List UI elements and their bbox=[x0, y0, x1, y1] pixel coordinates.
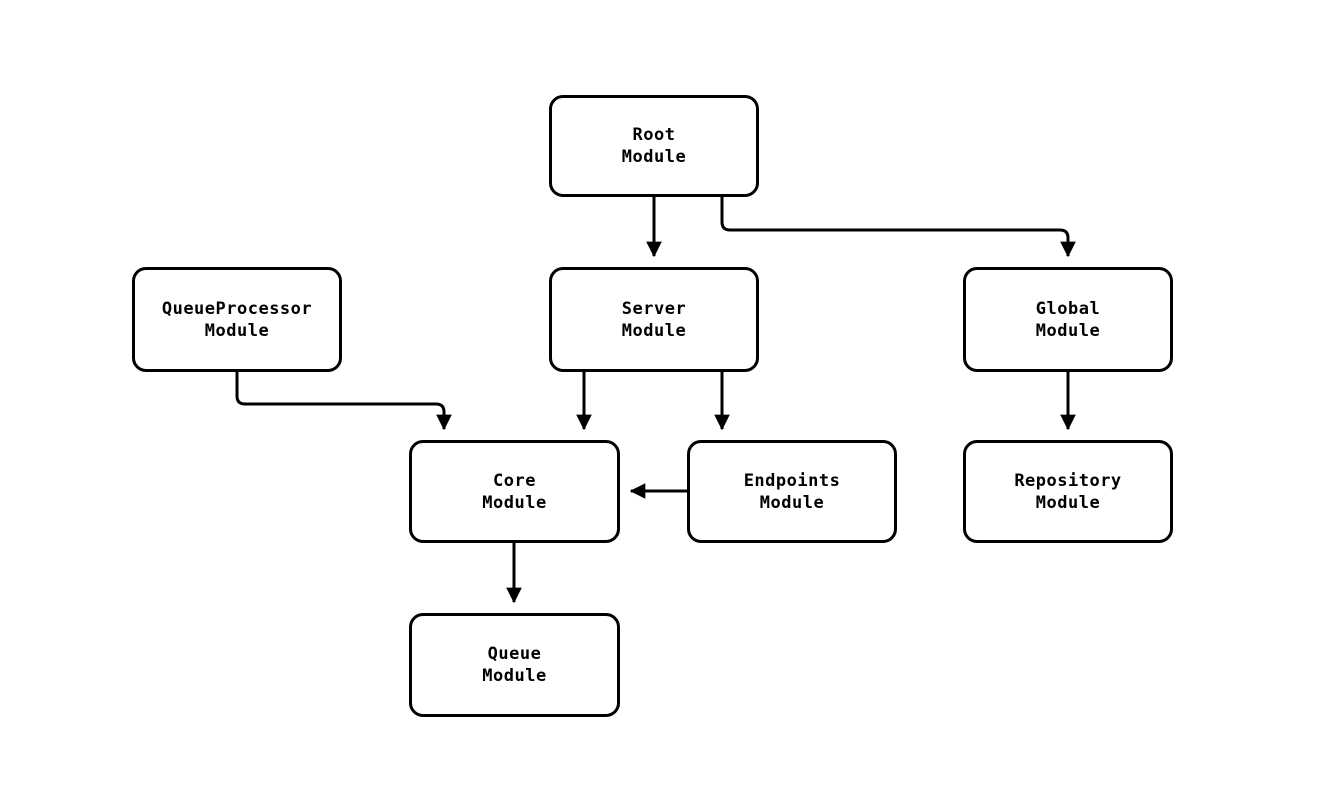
node-endpoints-module[interactable]: Endpoints Module bbox=[687, 440, 897, 543]
node-server-module-suffix: Module bbox=[621, 320, 687, 341]
node-endpoints-module-name: Endpoints bbox=[743, 470, 841, 491]
node-root-module[interactable]: Root Module bbox=[549, 95, 759, 197]
node-core-module[interactable]: Core Module bbox=[409, 440, 620, 543]
node-repository-module[interactable]: Repository Module bbox=[963, 440, 1173, 543]
node-server-module[interactable]: Server Module bbox=[549, 267, 759, 372]
node-root-module-name: Root bbox=[632, 125, 676, 145]
node-queue-module-suffix: Module bbox=[482, 666, 547, 686]
node-queue-module-name: Queue bbox=[487, 644, 542, 664]
node-server-module-name: Server bbox=[621, 298, 687, 319]
node-repository-module-suffix: Module bbox=[1035, 492, 1101, 513]
node-endpoints-module-suffix: Module bbox=[759, 492, 825, 513]
node-queue-module[interactable]: Queue Module bbox=[409, 613, 620, 717]
node-core-module-name: Core bbox=[493, 470, 536, 491]
node-global-module[interactable]: Global Module bbox=[963, 267, 1173, 372]
edge-root-to-global bbox=[720, 197, 1076, 258]
node-root-module-suffix: Module bbox=[621, 147, 687, 167]
node-global-module-name: Global bbox=[1035, 298, 1101, 319]
edge-queueprocessor-to-core bbox=[235, 372, 452, 431]
node-core-module-suffix: Module bbox=[482, 492, 547, 513]
node-queueprocessor-module-suffix: Module bbox=[204, 320, 270, 341]
node-repository-module-name: Repository bbox=[1014, 470, 1122, 491]
node-global-module-suffix: Module bbox=[1035, 320, 1101, 341]
node-queueprocessor-module[interactable]: QueueProcessor Module bbox=[132, 267, 342, 372]
node-queueprocessor-module-name: QueueProcessor bbox=[161, 298, 313, 319]
